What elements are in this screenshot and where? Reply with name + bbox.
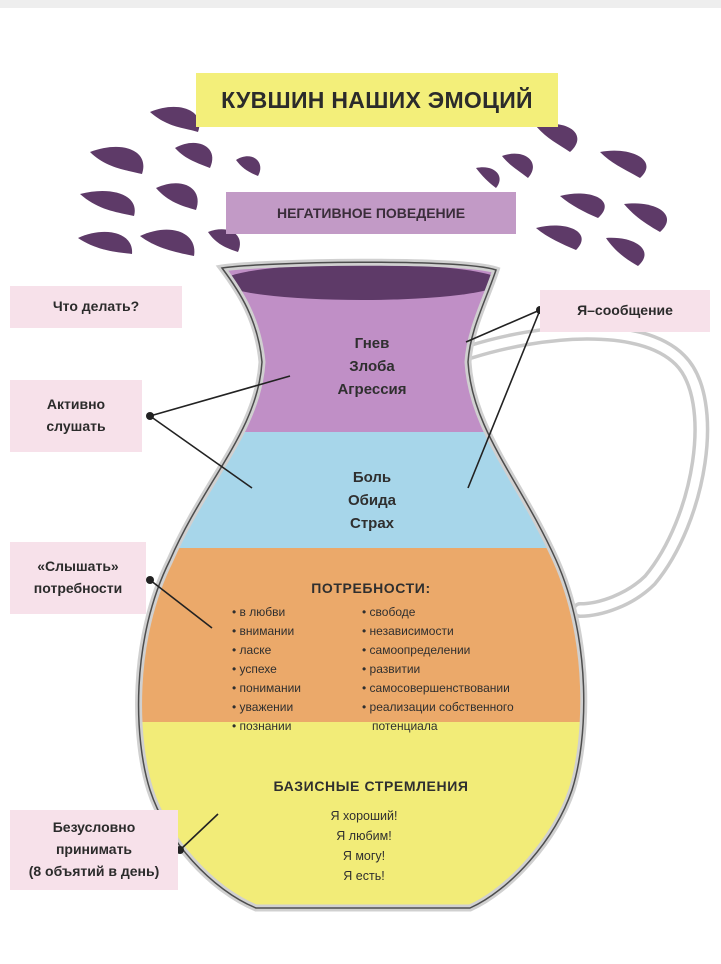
needs-list-right: • свободе • независимости • самоопределе… — [362, 605, 514, 733]
needs-heading: ПОТРЕБНОСТИ: — [311, 580, 431, 596]
needs-layer — [138, 548, 584, 722]
negative-behavior-label: НЕГАТИВНОЕ ПОВЕДЕНИЕ — [226, 192, 516, 234]
i-message-label: Я–сообщение — [540, 290, 710, 332]
what-to-do-label: Что делать? — [10, 286, 182, 328]
hear-needs-label: «Слышать» потребности — [10, 542, 146, 614]
leader-lines — [149, 309, 541, 851]
anger-words: Гнев Злоба Агрессия — [337, 335, 407, 398]
accept-label: Безусловно принимать (8 объятий в день) — [10, 810, 178, 890]
needs-list-left: • в любви • внимании • ласке • успехе • … — [232, 605, 301, 733]
basic-heading: БАЗИСНЫЕ СТРЕМЛЕНИЯ — [273, 778, 469, 794]
pain-words: Боль Обида Страх — [347, 469, 397, 532]
top-bar — [0, 0, 721, 8]
jug-opening — [222, 264, 502, 300]
basic-list: Я хороший! Я любим! Я могу! Я есть! — [330, 809, 398, 883]
diagram-title: КУВШИН НАШИХ ЭМОЦИЙ — [196, 73, 558, 127]
active-listen-label: Активно слушать — [10, 380, 142, 452]
